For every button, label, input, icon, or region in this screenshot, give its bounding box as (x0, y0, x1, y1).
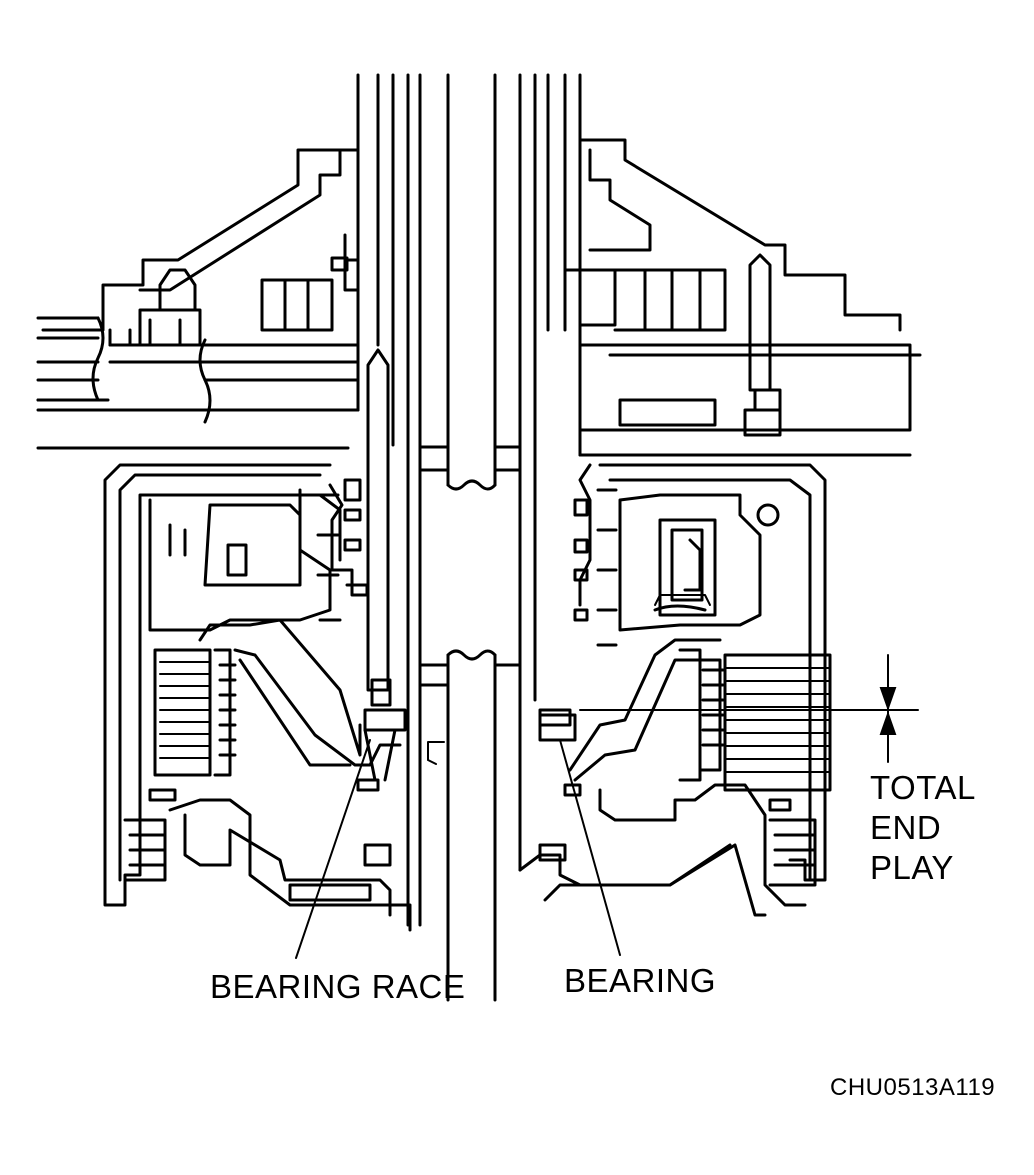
bearing-race-label: BEARING RACE (210, 968, 466, 1005)
right-clutch-plates (678, 648, 832, 792)
bearing-leader-line (559, 739, 621, 956)
bearing (538, 713, 582, 797)
right-clutch-assembly (518, 463, 832, 917)
total-end-play-line-3: PLAY (870, 849, 954, 886)
bearing-label: BEARING (564, 962, 717, 999)
input-shaft (356, 73, 582, 1002)
figure-code: CHU0513A119 (830, 1074, 996, 1101)
left-clutch-plates (153, 648, 237, 777)
left-clutch-assembly (103, 348, 412, 932)
end-play-dimension (579, 654, 919, 763)
total-end-play-line-1: TOTAL (870, 769, 976, 806)
total-end-play-label: TOTAL END PLAY (870, 768, 976, 888)
bearing-race (356, 708, 407, 792)
left-pump-housing (36, 148, 360, 450)
total-end-play-line-2: END (870, 809, 942, 846)
bearing-race-leader-line (295, 739, 371, 959)
right-pump-housing (563, 138, 922, 457)
